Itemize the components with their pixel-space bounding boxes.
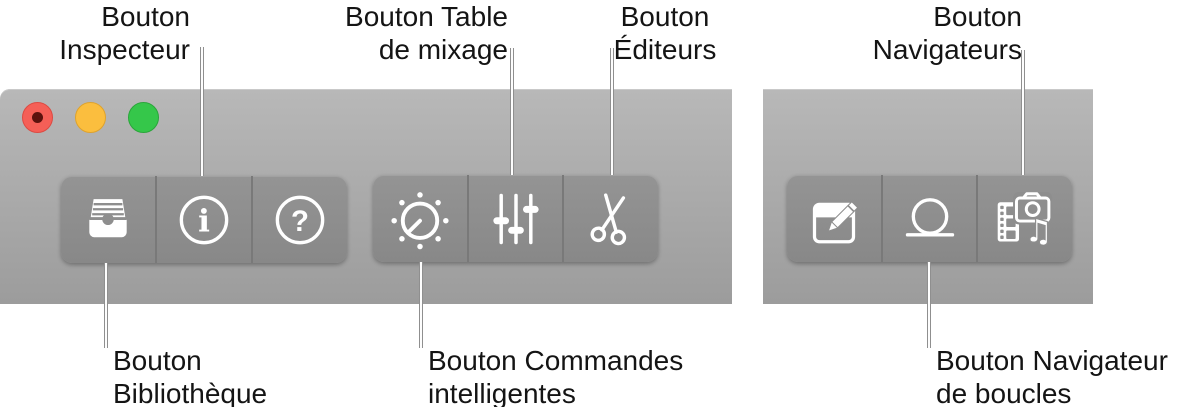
info-circle-icon: i xyxy=(178,194,230,246)
callout-label-inspector: Bouton Inspecteur xyxy=(30,0,190,66)
callout-line-inspector xyxy=(200,47,204,176)
button-group-left: i ? xyxy=(61,176,347,263)
button-group-right: ♫ xyxy=(787,175,1072,262)
callout-label-line: Bouton Table xyxy=(345,1,508,32)
minimize-button[interactable] xyxy=(75,102,106,133)
callout-line-mixer xyxy=(510,48,514,175)
note-pad-edit-icon xyxy=(808,193,860,245)
callout-label-line: Bouton xyxy=(113,345,202,376)
mixer-faders-icon xyxy=(488,192,544,246)
callout-label-line: Inspecteur xyxy=(59,34,190,65)
zoom-button[interactable] xyxy=(128,102,159,133)
callout-label-smart-controls: Bouton Commandes intelligentes xyxy=(428,344,683,407)
callout-label-editors: Bouton Éditeurs xyxy=(595,0,735,66)
loop-browser-button[interactable] xyxy=(880,175,977,262)
help-button[interactable]: ? xyxy=(251,176,347,263)
smart-controls-knob-icon xyxy=(389,188,451,250)
editors-button[interactable] xyxy=(562,175,658,262)
library-icon xyxy=(85,197,131,243)
callout-line-browsers xyxy=(1021,50,1025,175)
close-button[interactable] xyxy=(22,102,53,133)
callout-line-loop-browser xyxy=(927,262,931,348)
callout-label-mixer: Bouton Table de mixage xyxy=(330,0,508,66)
callout-label-line: de boucles xyxy=(936,378,1072,407)
callout-label-line: Bibliothèque xyxy=(113,378,268,407)
callout-label-line: Bouton xyxy=(101,1,190,32)
callout-label-line: Navigateurs xyxy=(872,34,1022,65)
button-group-middle xyxy=(373,175,658,262)
callout-line-library xyxy=(104,263,108,348)
scissors-icon xyxy=(585,191,637,247)
smart-controls-button[interactable] xyxy=(373,175,467,262)
svg-text:♫: ♫ xyxy=(1025,215,1053,245)
window-controls xyxy=(22,102,159,133)
note-pad-button[interactable] xyxy=(787,175,881,262)
callout-line-editors xyxy=(610,48,614,175)
media-browser-icon: ♫ xyxy=(996,192,1054,245)
callout-label-loop-browser: Bouton Navigateur de boucles xyxy=(936,344,1168,407)
callout-line-smart-controls xyxy=(419,262,423,348)
callout-label-line: Bouton xyxy=(620,1,710,32)
callout-label-library: Bouton Bibliothèque xyxy=(113,344,267,407)
callout-label-line: de mixage xyxy=(378,34,508,65)
loop-icon xyxy=(903,194,957,244)
callout-label-line: Bouton xyxy=(933,1,1022,32)
callout-label-browsers: Bouton Navigateurs xyxy=(852,0,1022,66)
svg-text:i: i xyxy=(198,203,210,239)
media-browser-button[interactable]: ♫ xyxy=(976,175,1072,262)
mixer-button[interactable] xyxy=(466,175,563,262)
svg-text:?: ? xyxy=(291,204,309,237)
help-circle-icon: ? xyxy=(274,194,326,246)
callout-label-line: Bouton Navigateur xyxy=(936,345,1168,376)
callout-label-line: Bouton Commandes xyxy=(428,345,684,376)
callout-label-line: Éditeurs xyxy=(613,34,717,65)
callout-label-line: intelligentes xyxy=(428,378,576,407)
library-button[interactable] xyxy=(61,176,155,263)
inspector-button[interactable]: i xyxy=(155,176,251,263)
